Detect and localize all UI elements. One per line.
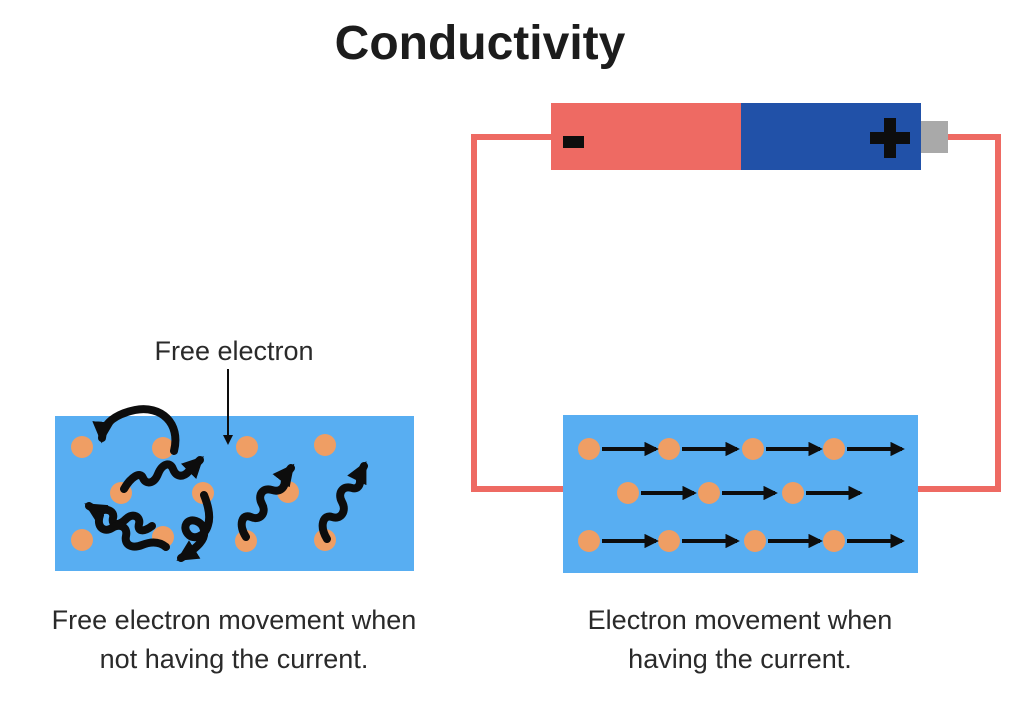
electron-dot (578, 438, 600, 460)
electron-dot (698, 482, 720, 504)
electron-dot (658, 530, 680, 552)
conductor-no-current (55, 416, 414, 571)
random-motion-arrow (95, 511, 170, 551)
right-caption-line-2: having the current. (628, 644, 852, 674)
electron-dot (823, 438, 845, 460)
electron-dot (314, 434, 336, 456)
random-motion-arrow (92, 405, 180, 455)
right-caption: Electron movement when having the curren… (510, 601, 970, 679)
electron-dot (823, 530, 845, 552)
random-motion-arrow (84, 502, 156, 535)
page-title: Conductivity (334, 17, 626, 70)
left-caption-line-1: Free electron movement when (51, 605, 417, 635)
minus-symbol (563, 136, 584, 148)
left-caption: Free electron movement when not having t… (4, 601, 464, 679)
random-motion-arrow (318, 461, 368, 543)
random-motion-arrow (120, 456, 204, 493)
plus-symbol (870, 118, 910, 158)
battery-terminal (921, 121, 948, 153)
circuit-wire (471, 134, 563, 492)
free-electron-label: Free electron (154, 336, 314, 366)
random-motion-arrow (237, 463, 295, 541)
circuit-wire (918, 134, 1001, 492)
electron-dot (578, 530, 600, 552)
right-caption-line-1: Electron movement when (587, 605, 893, 635)
electron-dot (742, 438, 764, 460)
electron-dot (617, 482, 639, 504)
electron-dot (71, 529, 93, 551)
left-caption-line-2: not having the current. (99, 644, 369, 674)
electron-dot (152, 437, 174, 459)
electron-dot (658, 438, 680, 460)
electron-dot (236, 436, 258, 458)
electron-dot (71, 436, 93, 458)
random-motion-arrow (176, 491, 214, 562)
electron-dot (744, 530, 766, 552)
electron-dot (782, 482, 804, 504)
